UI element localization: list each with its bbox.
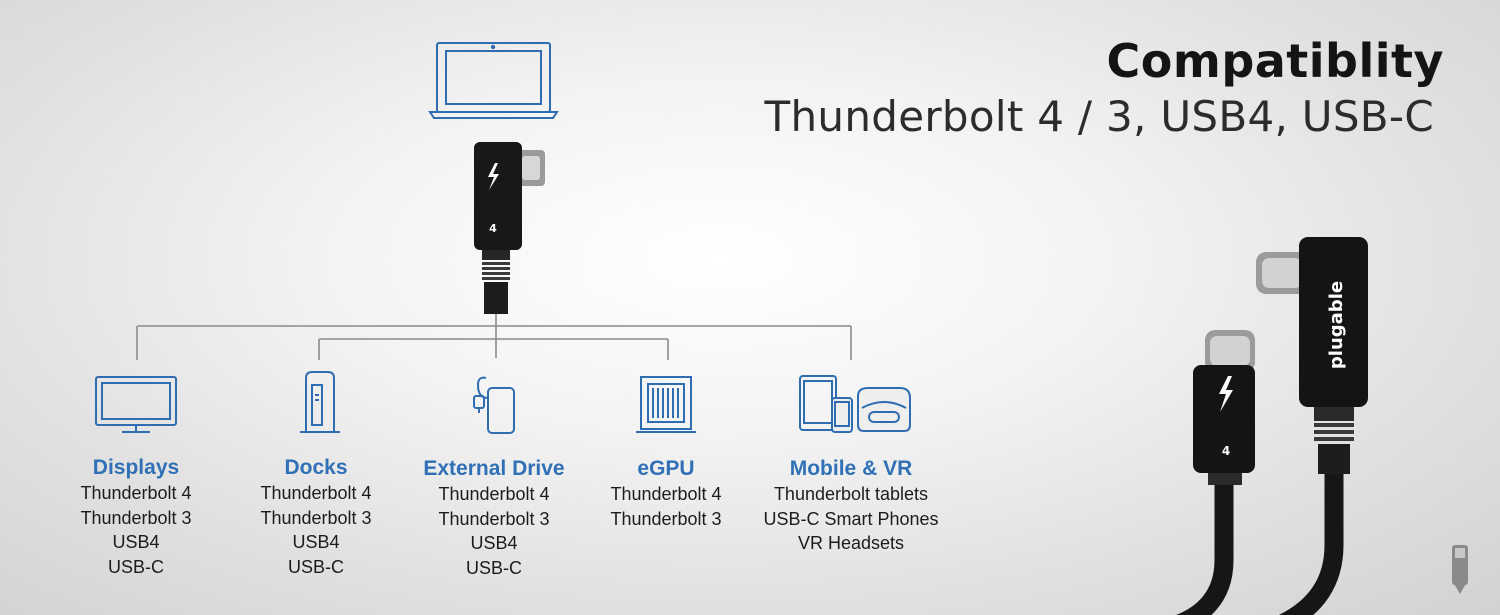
connector-lines bbox=[136, 314, 852, 360]
category-item: Thunderbolt 3 bbox=[438, 508, 550, 529]
category-item: USB4 bbox=[112, 532, 160, 552]
category-item: USB-C Smart Phones bbox=[763, 508, 939, 529]
category-item: Thunderbolt tablets bbox=[773, 484, 929, 504]
category-column: eGPU Thunderbolt 4 Thunderbolt 3 bbox=[556, 456, 776, 531]
cable-label: 4 bbox=[1222, 444, 1230, 458]
category-item: Thunderbolt 3 bbox=[80, 507, 192, 528]
thunderbolt-icon bbox=[1219, 376, 1233, 412]
category-heading: Docks bbox=[284, 456, 348, 479]
category-item: Thunderbolt 4 bbox=[610, 484, 722, 504]
category-item: Thunderbolt 3 bbox=[610, 508, 722, 529]
category-heading: Mobile & VR bbox=[789, 457, 913, 480]
tablet-icon bbox=[799, 375, 837, 431]
connector-icon: 4 bbox=[474, 142, 545, 314]
monitor-icon bbox=[95, 376, 177, 433]
title: Compatiblity bbox=[1106, 34, 1444, 88]
cable-image: plugable 4 bbox=[1176, 237, 1368, 615]
phone-icon bbox=[831, 397, 853, 433]
category-item: USB4 bbox=[292, 532, 340, 552]
subtitle: Thunderbolt 4 / 3, USB4, USB-C bbox=[764, 92, 1434, 141]
usb-logo-icon bbox=[1452, 545, 1468, 594]
vr-headset-icon bbox=[857, 387, 911, 432]
category-item: USB4 bbox=[470, 533, 518, 553]
egpu-icon bbox=[636, 376, 696, 433]
cable-brand: plugable bbox=[1326, 281, 1347, 369]
category-item: VR Headsets bbox=[797, 533, 905, 553]
category-heading: External Drive bbox=[423, 457, 565, 480]
category-item: USB-C bbox=[287, 556, 344, 577]
category-heading: eGPU bbox=[637, 457, 695, 480]
category-item: USB-C bbox=[107, 556, 164, 577]
category-items: Thunderbolt 4 Thunderbolt 3 bbox=[556, 482, 776, 531]
dock-icon bbox=[300, 371, 340, 433]
category-item: Thunderbolt 4 bbox=[260, 483, 372, 503]
category-item: Thunderbolt 4 bbox=[438, 484, 550, 504]
laptop-icon bbox=[428, 42, 559, 119]
thunderbolt-icon bbox=[488, 163, 499, 190]
connector-label: 4 bbox=[489, 222, 497, 235]
category-item: Thunderbolt 4 bbox=[80, 483, 192, 503]
external-drive-icon bbox=[473, 376, 515, 434]
category-heading: Displays bbox=[92, 456, 180, 479]
category-item: USB-C bbox=[465, 557, 522, 578]
category-item: Thunderbolt 3 bbox=[260, 507, 372, 528]
